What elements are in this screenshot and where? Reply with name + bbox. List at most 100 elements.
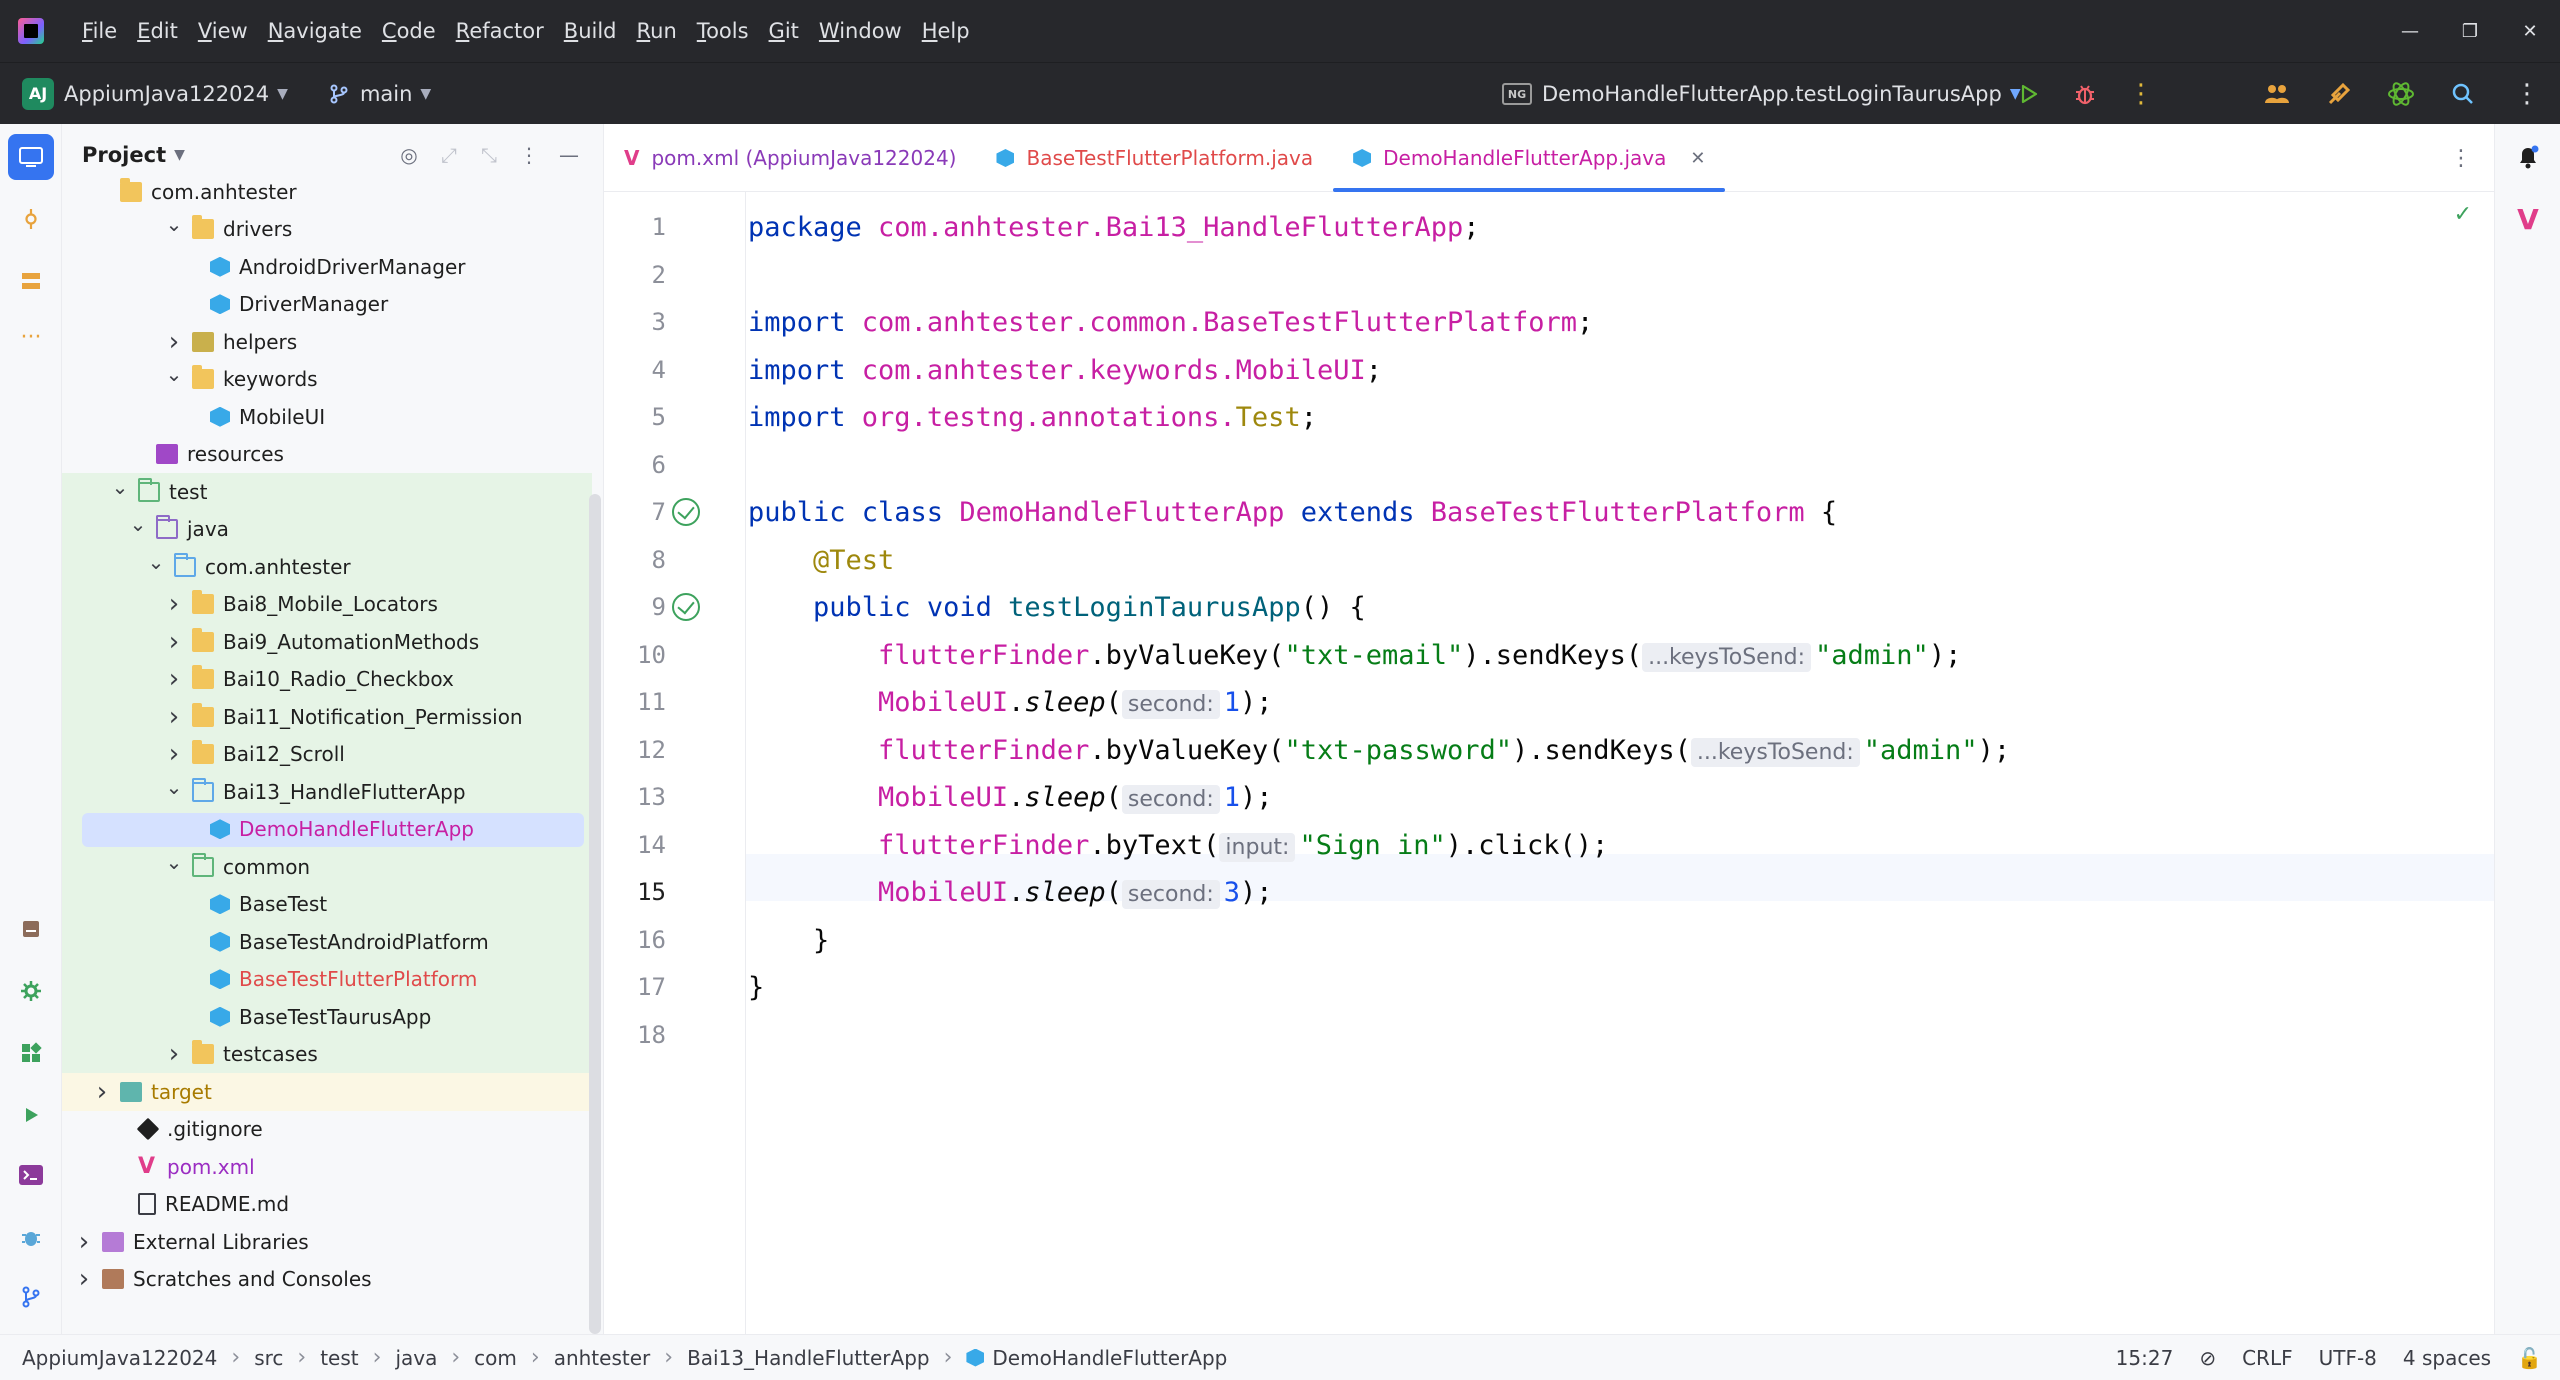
chevron-right-icon[interactable]: › — [78, 1226, 90, 1257]
chevron-down-icon[interactable]: ⌄ — [111, 474, 129, 499]
chevron-down-icon[interactable]: ⌄ — [147, 549, 165, 574]
code-with-me-icon[interactable] — [2260, 77, 2294, 111]
tree-item[interactable]: ›Bai11_Notification_Permission — [62, 698, 592, 736]
line-separator[interactable]: CRLF — [2242, 1346, 2293, 1370]
maven-tool-icon[interactable]: V — [2517, 202, 2539, 236]
breadcrumb-item[interactable]: anhtester — [553, 1345, 651, 1370]
options-icon[interactable]: ⋮ — [519, 143, 539, 167]
more-tools-icon[interactable]: ··· — [20, 324, 42, 350]
tree-item[interactable]: ⌄drivers — [62, 211, 592, 249]
restore-icon[interactable]: ❐ — [2461, 20, 2479, 42]
project-badge[interactable]: AJ — [22, 77, 54, 110]
search-icon[interactable] — [2446, 77, 2480, 111]
test-passed-run-icon[interactable] — [672, 498, 700, 526]
editor-tab[interactable]: DemoHandleFlutterApp.java✕ — [1333, 124, 1726, 192]
breadcrumb-item[interactable]: Bai13_HandleFlutterApp — [687, 1345, 930, 1370]
tree-item[interactable]: ⌄Bai13_HandleFlutterApp — [62, 773, 592, 811]
chevron-right-icon[interactable]: › — [78, 1264, 90, 1295]
problems-tool-icon[interactable] — [8, 1214, 54, 1260]
breadcrumb-item[interactable]: java — [395, 1345, 438, 1370]
file-encoding[interactable]: UTF-8 — [2318, 1346, 2377, 1370]
tab-actions-icon[interactable]: ⋮ — [2450, 145, 2472, 171]
hide-panel-icon[interactable]: — — [559, 143, 579, 167]
chevron-down-icon[interactable]: ▼ — [174, 147, 185, 163]
chevron-right-icon[interactable]: › — [168, 701, 180, 732]
menu-git[interactable]: Git — [768, 19, 799, 43]
run-configuration-selector[interactable]: NG DemoHandleFlutterApp.testLoginTaurusA… — [1502, 63, 2021, 125]
chevron-right-icon[interactable]: › — [168, 326, 180, 357]
plugins-tool-icon[interactable] — [8, 1030, 54, 1076]
menu-build[interactable]: Build — [563, 19, 617, 43]
terminal-tool-icon[interactable] — [8, 1152, 54, 1198]
menu-run[interactable]: Run — [636, 19, 677, 43]
no-problems-check-icon[interactable]: ✓ — [2453, 202, 2472, 227]
tree-item[interactable]: MobileUI — [62, 398, 592, 436]
build-tools-icon[interactable] — [2322, 77, 2356, 111]
no-ai-icon[interactable]: ⊘ — [2199, 1346, 2217, 1370]
notifications-icon[interactable] — [2505, 134, 2551, 180]
chevron-down-icon[interactable]: ⌄ — [165, 774, 183, 799]
test-passed-run-icon[interactable] — [672, 593, 700, 621]
locate-file-icon[interactable]: ◎ — [400, 143, 418, 167]
tree-item[interactable]: DriverManager — [62, 286, 592, 324]
ai-assistant-icon[interactable] — [2384, 77, 2418, 111]
tree-item[interactable]: ›Scratches and Consoles — [62, 1261, 592, 1299]
chevron-down-icon[interactable]: ▼ — [277, 85, 288, 102]
debug-icon[interactable] — [2068, 77, 2102, 111]
minimize-icon[interactable]: — — [2401, 20, 2419, 42]
branch-switcher[interactable]: main ▼ — [328, 82, 431, 106]
chevron-down-icon[interactable]: ⌄ — [165, 362, 183, 387]
chevron-right-icon[interactable]: › — [168, 739, 180, 770]
tree-item[interactable]: BaseTest — [62, 885, 592, 923]
read-only-lock-icon[interactable]: 🔓 — [2517, 1346, 2542, 1370]
menu-navigate[interactable]: Navigate — [267, 19, 362, 43]
tree-item[interactable]: ⌄java — [62, 510, 592, 548]
tree-item[interactable]: BaseTestTaurusApp — [62, 998, 592, 1036]
tree-item[interactable]: ›target — [62, 1073, 592, 1111]
tree-item[interactable]: .gitignore — [62, 1111, 592, 1149]
chevron-right-icon[interactable]: › — [168, 589, 180, 620]
services-tool-icon[interactable] — [8, 968, 54, 1014]
menu-view[interactable]: View — [197, 19, 248, 43]
run-tool-icon[interactable] — [8, 1092, 54, 1138]
tree-item[interactable]: BaseTestAndroidPlatform — [62, 923, 592, 961]
run-icon[interactable] — [2012, 77, 2046, 111]
breadcrumb-item[interactable]: AppiumJava122024 — [22, 1345, 218, 1370]
tree-item[interactable]: ⌄common — [62, 848, 592, 886]
tree-item[interactable]: BaseTestFlutterPlatform — [62, 960, 592, 998]
intellij-logo-icon[interactable] — [18, 18, 44, 44]
menu-refactor[interactable]: Refactor — [455, 19, 544, 43]
project-tool-icon[interactable] — [8, 134, 54, 180]
project-panel-title[interactable]: Project — [82, 143, 167, 167]
bookmarks-tool-icon[interactable] — [8, 906, 54, 952]
project-tree-scrollbar[interactable] — [589, 494, 601, 1334]
tree-item[interactable]: ⌄com.anhtester — [62, 548, 592, 586]
chevron-right-icon[interactable]: › — [168, 626, 180, 657]
close-window-icon[interactable]: ✕ — [2522, 20, 2538, 42]
tree-item[interactable]: ›Bai9_AutomationMethods — [62, 623, 592, 661]
settings-menu-icon[interactable]: ⋮ — [2514, 79, 2540, 109]
tree-item[interactable]: ⌄keywords — [62, 361, 592, 399]
chevron-right-icon[interactable]: › — [168, 1039, 180, 1070]
breadcrumb-item[interactable]: test — [320, 1345, 359, 1370]
tree-item[interactable]: ›helpers — [62, 323, 592, 361]
tree-item[interactable]: resources — [62, 436, 592, 474]
tree-item[interactable]: com.anhtester — [62, 173, 592, 211]
breadcrumb-item[interactable]: com — [474, 1345, 517, 1370]
tree-item[interactable]: README.md — [62, 1186, 592, 1224]
menu-code[interactable]: Code — [381, 19, 436, 43]
menu-edit[interactable]: Edit — [137, 19, 178, 43]
chevron-down-icon[interactable]: ⌄ — [165, 849, 183, 874]
caret-position[interactable]: 15:27 — [2115, 1346, 2174, 1370]
project-switcher[interactable]: AppiumJava122024 — [64, 81, 270, 106]
menu-window[interactable]: Window — [818, 19, 902, 43]
chevron-right-icon[interactable]: › — [168, 664, 180, 695]
commit-tool-icon[interactable] — [8, 196, 54, 242]
chevron-down-icon[interactable]: ⌄ — [165, 212, 183, 237]
chevron-right-icon[interactable]: › — [96, 1076, 108, 1107]
tree-item[interactable]: ›Bai8_Mobile_Locators — [62, 585, 592, 623]
tree-item[interactable]: ›testcases — [62, 1035, 592, 1073]
tree-item[interactable]: ›Bai12_Scroll — [62, 735, 592, 773]
